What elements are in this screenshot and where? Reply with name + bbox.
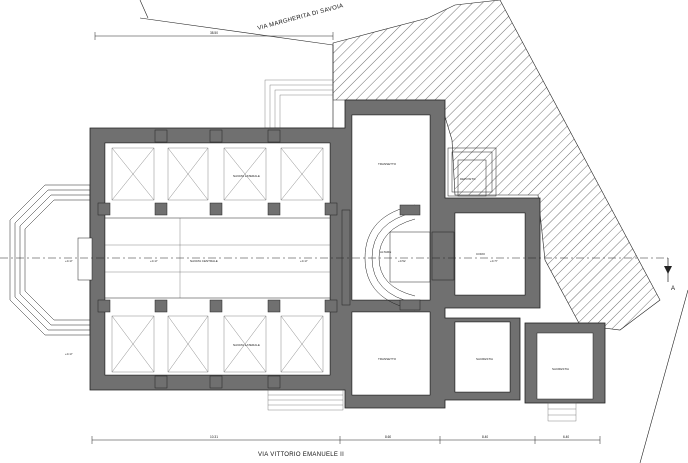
level-entrance: +0.17 (65, 259, 73, 263)
section-axis: A (0, 257, 675, 292)
south-transept-area (351, 311, 431, 396)
nave-area (104, 142, 331, 376)
nave-piers (97, 129, 338, 389)
street-label-top: VIA MARGHERITA DI SAVOIA (257, 3, 344, 32)
section-marker-label: A (671, 286, 675, 292)
bottom-dimension-2: 8.60 (385, 435, 391, 439)
room-label-nave: NAVATA CENTRALE (190, 259, 218, 263)
vaults-south (111, 315, 324, 373)
room-label-small-room: SACRESTIA (552, 367, 569, 371)
level-outside: +0.17 (65, 352, 73, 356)
room-label-south-aisle: NAVATA LATERALE (233, 343, 260, 347)
steps-top (264, 79, 334, 129)
bottom-dimension-3: 8.40 (482, 435, 488, 439)
room-label-choir: CORO (476, 252, 486, 256)
bottom-dimension-1: 10.31 (210, 435, 218, 439)
level-altar: +0.52 (398, 259, 406, 263)
steps-small-room (547, 402, 577, 422)
top-corner-line (139, 0, 149, 19)
street-edge-right (639, 289, 688, 463)
room-label-north-transept: TRANSETTO (378, 162, 397, 166)
top-dimension: 38.50 (94, 31, 334, 40)
entrance-door (77, 237, 93, 281)
choir-area (454, 212, 526, 296)
level-choir: +0.77 (490, 259, 498, 263)
room-label-altar: ALTARE (380, 250, 391, 254)
sacristy-area (454, 321, 511, 393)
room-label-storage: DEPOSITO (460, 177, 476, 181)
bottom-dimension: 10.31 8.60 8.40 6.40 (91, 435, 601, 444)
level-nave-1: +0.17 (150, 259, 158, 263)
room-label-north-aisle: NAVATA LATERALE (233, 174, 260, 178)
steps-bottom (267, 389, 344, 411)
top-dimension-label: 38.50 (210, 31, 218, 35)
room-label-sacristy: SACRESTIA (476, 357, 493, 361)
property-line (139, 17, 334, 46)
bottom-dimension-4: 6.40 (563, 435, 569, 439)
room-label-south-transept: TRANSETTO (378, 357, 397, 361)
level-nave-2: +0.17 (300, 259, 308, 263)
street-label-bottom: VIA VITTORIO EMANUELE II (258, 452, 344, 458)
vaults-north (111, 147, 324, 201)
